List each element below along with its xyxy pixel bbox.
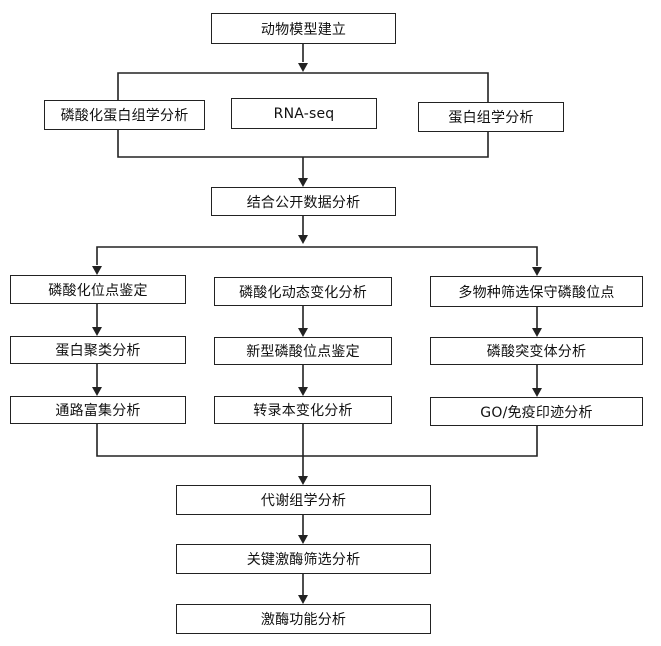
conserved-phosphosite-box: 多物种筛选保守磷酸位点 [430, 276, 643, 307]
rna-seq-box: RNA-seq [231, 98, 377, 129]
transcript-change-box: 转录本变化分析 [214, 396, 392, 424]
metabolomics-box: 代谢组学分析 [176, 485, 431, 515]
pathway-enrichment-box: 通路富集分析 [10, 396, 186, 424]
proteomics-box: 蛋白组学分析 [418, 102, 564, 132]
protein-clustering-box: 蛋白聚类分析 [10, 336, 186, 364]
phosphoproteomics-box: 磷酸化蛋白组学分析 [44, 100, 205, 130]
novel-phosphosite-box: 新型磷酸位点鉴定 [214, 337, 392, 365]
phospho-dynamics-box: 磷酸化动态变化分析 [214, 277, 392, 306]
phospho-mutant-box: 磷酸突变体分析 [430, 337, 643, 365]
animal-model-box: 动物模型建立 [211, 13, 396, 44]
integrate-public-data-box: 结合公开数据分析 [211, 187, 396, 216]
go-western-blot-box: GO/免疫印迹分析 [430, 397, 643, 426]
key-kinase-screening-box: 关键激酶筛选分析 [176, 544, 431, 574]
kinase-function-box: 激酶功能分析 [176, 604, 431, 634]
phosphosite-identification-box: 磷酸化位点鉴定 [10, 275, 186, 304]
